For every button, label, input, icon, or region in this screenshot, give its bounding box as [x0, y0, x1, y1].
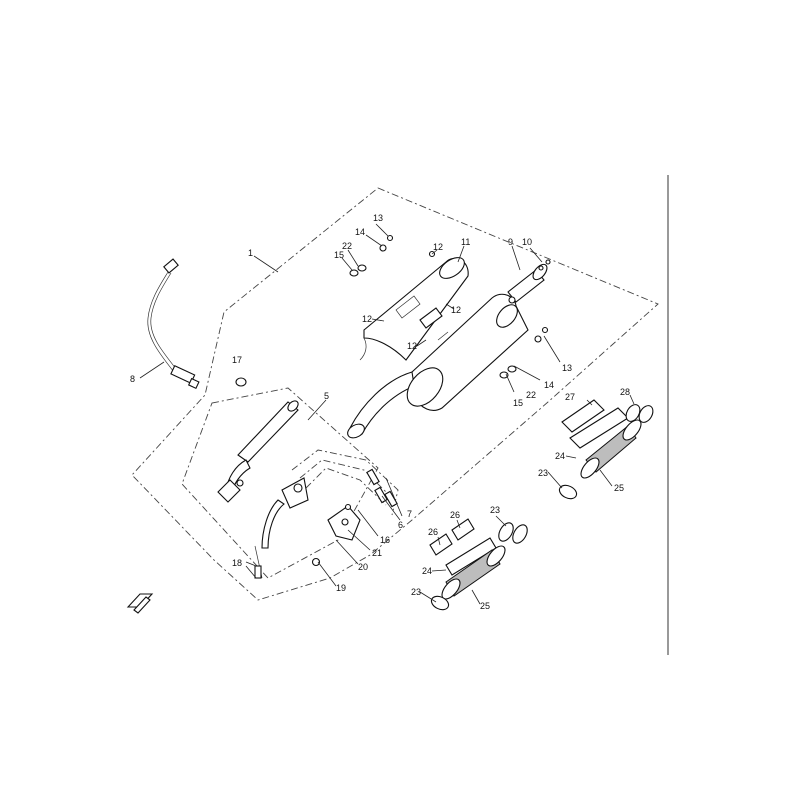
callout-6: 6 — [398, 520, 403, 530]
callout-8: 8 — [130, 374, 135, 384]
callout-13a: 13 — [373, 213, 383, 223]
callout-1: 1 — [248, 248, 253, 258]
callout-5: 5 — [324, 391, 329, 401]
callout-7: 7 — [407, 509, 412, 519]
callout-25b: 25 — [480, 601, 490, 611]
front-direction-arrow-icon — [126, 593, 154, 614]
callout-20: 20 — [358, 562, 368, 572]
callout-23a: 23 — [538, 468, 548, 478]
nut-19 — [311, 557, 321, 567]
heat-shield — [359, 257, 469, 361]
callout-21: 21 — [372, 548, 382, 558]
stud-bolts — [366, 468, 398, 508]
callout-12d: 12 — [407, 341, 417, 351]
callout-19: 19 — [336, 583, 346, 593]
callout-12c: 12 — [451, 305, 461, 315]
assembly-5-outline — [181, 387, 379, 579]
callout-15a: 15 — [334, 250, 344, 260]
callout-13b: 13 — [562, 363, 572, 373]
leader-lines — [139, 223, 635, 605]
assembly-1-outline — [131, 187, 659, 601]
callout-9: 9 — [508, 237, 513, 247]
callout-22b: 22 — [526, 390, 536, 400]
front-header-pipe — [217, 400, 309, 579]
callout-24b: 24 — [422, 566, 432, 576]
callout-26b: 26 — [450, 510, 460, 520]
callout-22a: 22 — [342, 241, 352, 251]
callout-17: 17 — [232, 355, 242, 365]
mid-pipe — [347, 371, 421, 439]
callout-18: 18 — [232, 558, 242, 568]
callout-24a: 24 — [555, 451, 565, 461]
callout-10: 10 — [522, 237, 532, 247]
callout-14a: 14 — [355, 227, 365, 237]
oxygen-sensor — [147, 258, 200, 390]
muffler — [406, 293, 529, 411]
gasket-17 — [235, 377, 247, 387]
callout-14b: 14 — [544, 380, 554, 390]
callout-15b: 15 — [513, 398, 523, 408]
callout-27: 27 — [565, 392, 575, 402]
callout-12b: 12 — [362, 314, 372, 324]
bracket-group-outline — [291, 449, 399, 516]
fasteners — [349, 234, 551, 379]
callout-12a: 12 — [433, 242, 443, 252]
callout-16: 16 — [380, 535, 390, 545]
mounting-bracket — [327, 503, 361, 541]
callout-28: 28 — [620, 387, 630, 397]
packing-kit-upper — [558, 399, 654, 500]
callout-25a: 25 — [614, 483, 624, 493]
callout-11: 11 — [461, 237, 470, 247]
packing-kit-lower — [429, 518, 528, 611]
callout-23b: 23 — [490, 505, 500, 515]
callout-numbers: 1 8 5 13 14 22 15 12 11 12 12 12 9 10 13… — [130, 213, 630, 611]
callout-26a: 26 — [428, 527, 438, 537]
callout-23c: 23 — [411, 587, 421, 597]
